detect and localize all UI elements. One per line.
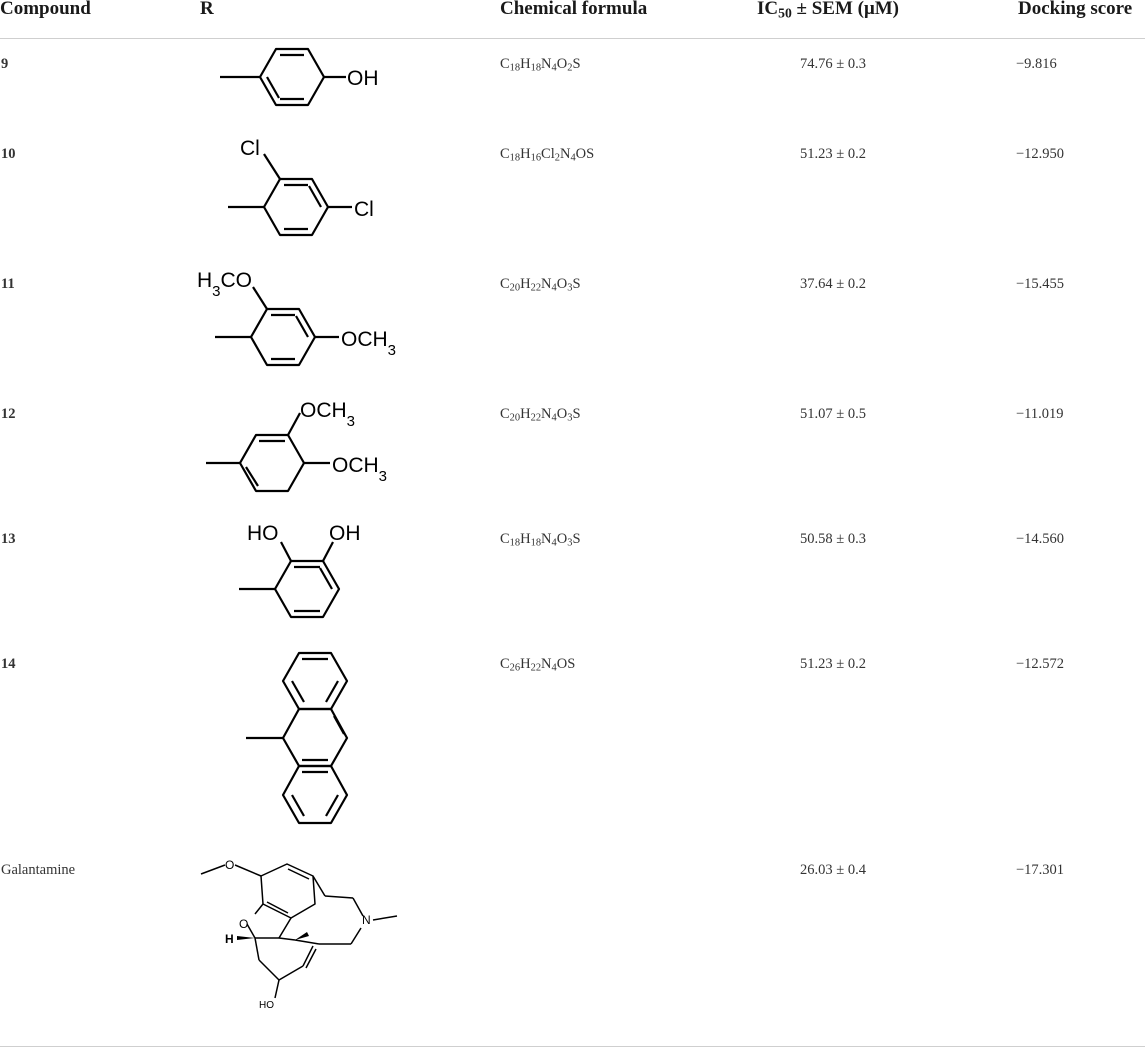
h-label: H xyxy=(225,932,234,946)
r-structure-10: Cl Cl xyxy=(220,130,420,250)
chemical-formula: C26H22N4OS xyxy=(500,656,576,674)
ic50-value: 51.07 ± 0.5 xyxy=(800,406,866,422)
r-structure-9: OH xyxy=(210,42,410,117)
compound-id: 9 xyxy=(1,56,9,72)
docking-score: −17.301 xyxy=(1016,862,1065,878)
ic50-value: 51.23 ± 0.2 xyxy=(800,656,866,672)
compound-id: 14 xyxy=(1,656,16,672)
docking-score: −11.019 xyxy=(1016,406,1064,422)
compound-id: 12 xyxy=(1,406,16,422)
header-ic50: IC50 ± SEM (μM) xyxy=(757,0,900,21)
chemical-formula: C18H18N4O2S xyxy=(500,56,581,74)
compound-id: 10 xyxy=(1,146,16,162)
h3co-label: H3CO xyxy=(197,269,252,300)
ic50-value: 26.03 ± 0.4 xyxy=(800,862,866,878)
oh-label: OH xyxy=(329,522,361,545)
docking-score: −9.816 xyxy=(1016,56,1057,72)
docking-score: −12.950 xyxy=(1016,146,1065,162)
ring-o-label: O xyxy=(239,917,248,931)
compound-id: 13 xyxy=(1,531,16,547)
chemical-formula: C20H22N4O3S xyxy=(500,276,581,294)
chemical-formula: C18H18N4O3S xyxy=(500,531,581,549)
och3-label-right: OCH3 xyxy=(332,454,387,485)
oh-label: OH xyxy=(347,67,379,90)
cl-label-right: Cl xyxy=(354,198,374,221)
r-structure-galantamine: O O N H HO xyxy=(195,852,415,1022)
cl-label-top: Cl xyxy=(240,137,260,160)
och3-label-top: OCH3 xyxy=(300,399,355,430)
ic50-value: 74.76 ± 0.3 xyxy=(800,56,866,72)
r-structure-14 xyxy=(240,643,380,838)
table-bottom-rule xyxy=(0,1046,1145,1047)
n-label: N xyxy=(362,913,371,927)
ic50-value: 51.23 ± 0.2 xyxy=(800,146,866,162)
header-chemical-formula: Chemical formula xyxy=(500,0,648,19)
docking-score: −12.572 xyxy=(1016,656,1065,672)
header-docking-score: Docking score xyxy=(1018,0,1133,19)
compound-id: 11 xyxy=(1,276,15,292)
docking-score: −14.560 xyxy=(1016,531,1065,547)
compound-id: Galantamine xyxy=(1,862,76,878)
header-r: R xyxy=(200,0,214,19)
docking-score: −15.455 xyxy=(1016,276,1065,292)
chemical-formula: C20H22N4O3S xyxy=(500,406,581,424)
chemical-formula: C18H16Cl2N4OS xyxy=(500,146,595,164)
r-structure-11: H3CO OCH3 xyxy=(195,262,415,382)
ho-label: HO xyxy=(247,522,279,545)
r-structure-12: OCH3 OCH3 xyxy=(200,393,420,508)
och3-label: OCH3 xyxy=(341,328,396,359)
ho-small-label: HO xyxy=(259,1000,274,1011)
header-compound: Compound xyxy=(0,0,91,19)
ic50-value: 50.58 ± 0.3 xyxy=(800,531,866,547)
table-header: Compound R Chemical formula IC50 ± SEM (… xyxy=(0,0,1145,39)
r-structure-13: HO OH xyxy=(225,516,405,631)
ic50-value: 37.64 ± 0.2 xyxy=(800,276,866,292)
methoxy-o-label: O xyxy=(225,858,234,872)
